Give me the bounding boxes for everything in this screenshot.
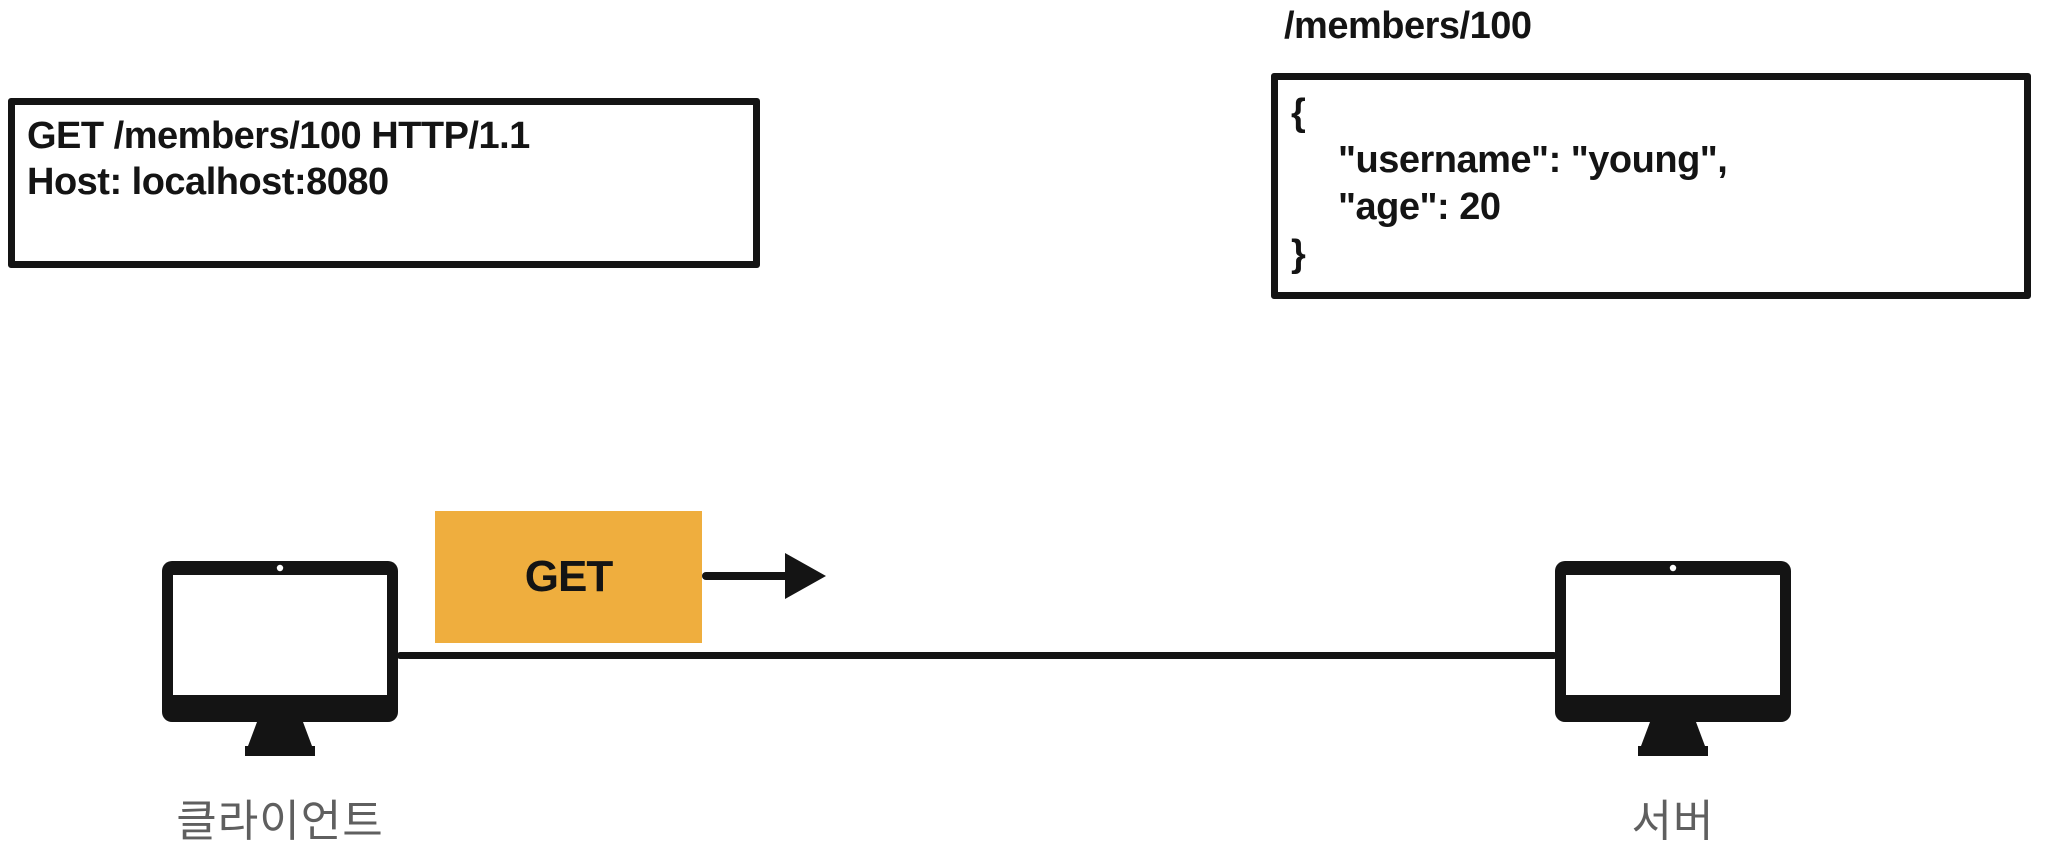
server-monitor-icon bbox=[1555, 561, 1791, 756]
get-method-box: GET bbox=[435, 511, 702, 643]
json-username-line: "username": "young", bbox=[1338, 139, 1728, 181]
network-connection-line bbox=[397, 652, 1557, 659]
right-arrow-icon bbox=[702, 553, 826, 599]
json-age-line: "age": 20 bbox=[1338, 186, 1501, 228]
get-method-label: GET bbox=[524, 552, 613, 601]
client-label: 클라이언트 bbox=[176, 797, 384, 846]
json-close-brace: } bbox=[1291, 233, 1306, 275]
json-open-brace: { bbox=[1291, 92, 1306, 134]
client-monitor-icon bbox=[162, 561, 398, 756]
response-json-box: { "username": "young", "age": 20 } bbox=[1271, 73, 2031, 299]
request-start-line: GET /members/100 HTTP/1.1 bbox=[27, 115, 530, 157]
resource-uri-label: /members/100 bbox=[1284, 5, 1532, 47]
server-label: 서버 bbox=[1631, 797, 1715, 846]
http-request-box: GET /members/100 HTTP/1.1 Host: localhos… bbox=[8, 98, 760, 268]
request-host-header: Host: localhost:8080 bbox=[27, 161, 389, 203]
